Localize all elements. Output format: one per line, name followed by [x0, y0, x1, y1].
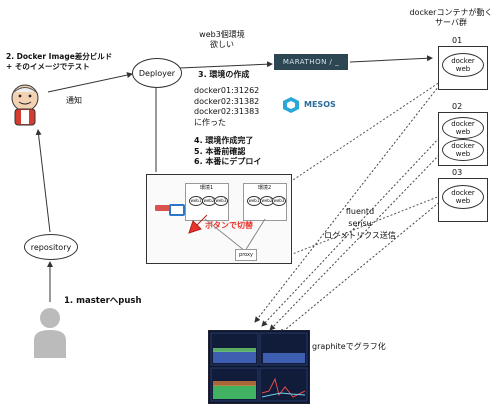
switch-button[interactable] [169, 204, 185, 216]
servers-title: dockerコンテナが動く サーバ群 [409, 8, 493, 27]
mesos-text: MESOS [304, 100, 336, 109]
steps-after: 4. 環境作成完了 5. 本番前確認 6. 本番にデプロイ [194, 136, 262, 166]
docker-web-container: docker web [442, 139, 484, 161]
deployer-node: Deployer [132, 58, 182, 88]
red-arrow-icon [188, 214, 208, 234]
env-box-right: 環境2 web1 web2 web3 [243, 183, 287, 221]
person-icon [34, 308, 66, 358]
graphite-label: graphiteでグラフ化 [312, 342, 386, 351]
switch-label: ボタンで切替 [205, 221, 253, 230]
dashboard-graphs [210, 332, 308, 402]
monitoring-text: fluentd sensu ログメトリクス送信 [324, 207, 396, 240]
graphite-dashboard [208, 330, 310, 404]
marathon-logo: MARATHON / _ [274, 54, 348, 70]
server-01: docker web [438, 46, 488, 90]
web-node: web3 [214, 196, 228, 206]
web-node: web3 [272, 196, 286, 206]
server-02-label: 02 [452, 102, 463, 111]
docker-web-container: docker web [442, 53, 484, 77]
repository-node: repository [24, 234, 78, 260]
mesos-logo: MESOS [282, 96, 342, 114]
env-box-left: 環境1 web1 web2 web3 [185, 183, 229, 221]
jenkins-icon [11, 84, 39, 126]
switch-toggle[interactable] [155, 205, 179, 211]
server-03: docker web [438, 178, 488, 222]
env-list: docker01:31262 docker02:31382 docker02:3… [194, 86, 260, 127]
server-01-label: 01 [452, 36, 463, 45]
server-02: docker web docker web [438, 112, 488, 166]
jenkins-build-label: 2. Docker Image差分ビルド + そのイメージでテスト [6, 52, 113, 71]
web-request-text: web3個環境 欲しい [199, 30, 245, 49]
step3-label: 3. 環境の作成 [198, 70, 250, 79]
docker-web-container: docker web [442, 117, 484, 139]
notify-label: 通知 [66, 96, 82, 105]
ui-screenshot: 環境1 web1 web2 web3 環境2 web1 web2 web3 ボタ… [146, 174, 292, 264]
server-03-label: 03 [452, 168, 463, 177]
docker-web-container: docker web [442, 185, 484, 209]
proxy-links [204, 218, 266, 252]
proxy-box: proxy [235, 249, 257, 261]
mesos-icon [283, 97, 299, 113]
step1-label: 1. masterへpush [64, 296, 142, 306]
